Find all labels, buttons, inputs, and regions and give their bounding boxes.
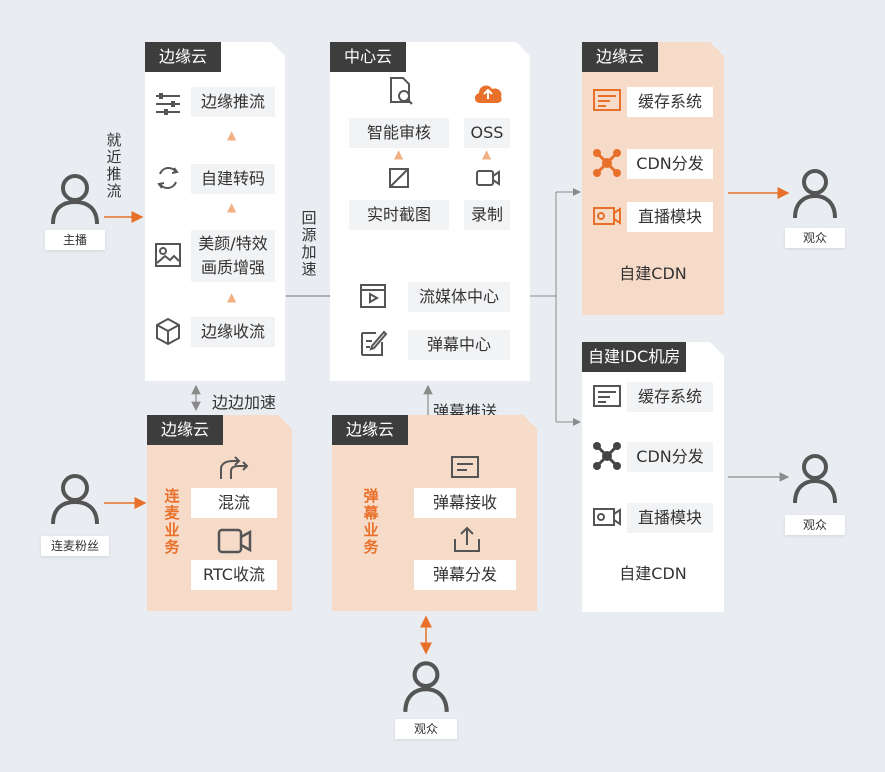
edge-push-chip: 边缘推流 [191, 87, 275, 117]
cache-list-icon [592, 384, 622, 408]
arrow-up-icon: ▲ [394, 147, 404, 161]
record-chip: 录制 [464, 200, 510, 230]
panel-tag: 边缘云 [145, 42, 221, 72]
edge-cloud-lianmai-panel: 边缘云 连麦业务 混流 RTC收流 [147, 415, 292, 611]
media-center-chip: 流媒体中心 [408, 282, 510, 312]
self-cdn-label: 自建CDN [619, 264, 687, 283]
arrow-up-icon: ▲ [482, 147, 492, 161]
smart-audit-chip: 智能审核 [349, 118, 449, 148]
cache-system-chip: 缓存系统 [627, 382, 713, 412]
self-cdn-label: 自建CDN [619, 564, 687, 583]
beauty-line2: 画质增强 [200, 258, 265, 277]
panel-tag: 自建IDC机房 [582, 342, 686, 372]
danmaku-distribute-chip: 弹幕分发 [414, 560, 516, 590]
merge-stream-icon [217, 455, 251, 481]
person-icon [51, 174, 99, 225]
edit-note-icon [358, 328, 388, 358]
cdn-network-icon [592, 441, 622, 471]
edge-receive-chip: 边缘收流 [191, 317, 275, 347]
anchor-person: 主播 [45, 170, 105, 250]
person-icon [403, 661, 449, 713]
viewer-mid: 观众 [785, 445, 845, 535]
sliders-icon [155, 92, 181, 116]
panel-tag: 边缘云 [582, 42, 658, 72]
fan-person: 连麦粉丝 [41, 470, 109, 556]
origin-accel-text: 回源加速 [301, 209, 317, 278]
edge-cloud-left-panel: 边缘云 边缘推流 ▲ 自建转码 ▲ 美颜/特效 画质增强 ▲ 边缘收流 [145, 42, 285, 381]
arrow-up-icon: ▲ [227, 200, 237, 214]
live-camera-icon [592, 204, 622, 228]
danmaku-side-label: 弹幕业务 [363, 487, 379, 556]
lianmai-side-label: 连麦业务 [164, 487, 180, 556]
fan-label: 连麦粉丝 [41, 536, 109, 556]
self-transcode-chip: 自建转码 [191, 164, 275, 194]
edge-cloud-danmaku-panel: 边缘云 弹幕业务 弹幕接收 弹幕分发 [332, 415, 537, 611]
rtc-receive-chip: RTC收流 [191, 560, 277, 590]
crop-icon [387, 166, 411, 190]
edge-accel-text: 边边加速 [212, 393, 277, 412]
live-module-chip: 直播模块 [627, 202, 713, 232]
live-camera-icon [592, 505, 622, 529]
anchor-label: 主播 [45, 230, 105, 250]
panel-tag: 边缘云 [147, 415, 223, 445]
danmaku-center-chip: 弹幕中心 [408, 330, 510, 360]
panel-tag: 中心云 [330, 42, 406, 72]
viewer-label: 观众 [395, 719, 457, 739]
center-cloud-panel: 中心云 智能审核 OSS ▲ ▲ 实时截图 录制 流媒体中心 弹幕中心 [330, 42, 530, 381]
viewer-top: 观众 [785, 160, 845, 250]
viewer-label: 观众 [785, 515, 845, 535]
edge-cloud-right-panel: 边缘云 缓存系统 CDN分发 直播模块 自建CDN [582, 42, 724, 315]
cdn-distribute-chip: CDN分发 [627, 149, 713, 179]
cache-list-icon [592, 88, 622, 112]
idc-panel: 自建IDC机房 缓存系统 CDN分发 直播模块 自建CDN [582, 342, 724, 612]
arrow-up-icon: ▲ [227, 290, 237, 304]
video-camera-icon [475, 167, 501, 189]
danmaku-receive-chip: 弹幕接收 [414, 488, 516, 518]
mixed-stream-chip: 混流 [191, 488, 277, 518]
viewer-bottom: 观众 [395, 652, 457, 744]
media-player-icon [358, 282, 388, 310]
refresh-icon [154, 164, 182, 192]
upload-share-icon [452, 525, 482, 553]
realtime-screenshot-chip: 实时截图 [349, 200, 449, 230]
cdn-distribute-chip: CDN分发 [627, 442, 713, 472]
video-camera-icon [217, 528, 253, 554]
document-search-icon [387, 76, 415, 106]
arrow-up-icon: ▲ [227, 128, 237, 142]
cloud-upload-icon [471, 79, 505, 105]
message-list-icon [450, 455, 480, 479]
live-module-chip: 直播模块 [627, 503, 713, 533]
viewer-label: 观众 [785, 228, 845, 248]
person-icon [793, 169, 837, 219]
beauty-line1: 美颜/特效 [198, 234, 268, 253]
person-icon [793, 454, 837, 504]
cache-system-chip: 缓存系统 [627, 87, 713, 117]
person-icon [51, 474, 99, 525]
push-nearby-text: 就近推流 [106, 131, 122, 200]
oss-chip: OSS [464, 118, 510, 148]
panel-tag: 边缘云 [332, 415, 408, 445]
image-icon [154, 241, 182, 269]
cube-receive-icon [154, 316, 182, 346]
cdn-network-icon [592, 148, 622, 178]
beauty-enhance-chip: 美颜/特效 画质增强 [191, 230, 275, 282]
